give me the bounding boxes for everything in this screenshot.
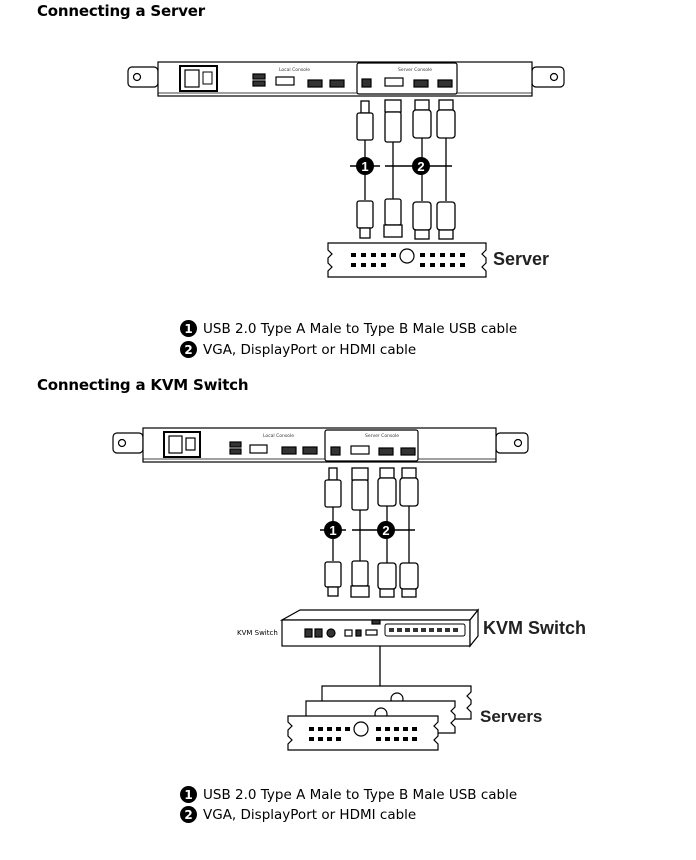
kvm-switch-label: KVM Switch [483, 618, 586, 638]
callout-2: 2 [412, 157, 430, 175]
server-unit [327, 242, 487, 278]
cables [350, 99, 456, 240]
server-label: Server [493, 249, 549, 269]
kvm-switch-small-label: KVM Switch [237, 629, 278, 637]
legend-number: 1 [180, 786, 197, 803]
cables [320, 467, 419, 598]
kvm-switch-unit [279, 608, 480, 648]
servers-vents [309, 727, 417, 741]
callout-2: 2 [377, 521, 395, 539]
svg-text:2: 2 [382, 523, 389, 538]
callout-1: 1 [324, 521, 342, 539]
legend-text: VGA, DisplayPort or HDMI cable [203, 806, 417, 823]
svg-text:1: 1 [329, 523, 336, 538]
legend-number: 1 [180, 320, 197, 337]
server-vents [351, 253, 465, 267]
kvm-switch-ports [384, 623, 466, 637]
servers-label: Servers [480, 707, 542, 726]
legend-text: USB 2.0 Type A Male to Type B Male USB c… [203, 320, 518, 337]
server-connection-diagram: Local Console Server Console 1 [127, 61, 565, 278]
legend-item-1: 1 USB 2.0 Type A Male to Type B Male USB… [180, 320, 517, 337]
server-console-label: Server Console [398, 67, 432, 73]
legend-item-1: 1 USB 2.0 Type A Male to Type B Male USB… [180, 786, 517, 803]
section1-title: Connecting a Server [37, 2, 205, 20]
svg-text:1: 1 [361, 159, 368, 174]
kvm-console-unit [127, 61, 565, 97]
legend-item-2: 2 VGA, DisplayPort or HDMI cable [180, 806, 416, 823]
legend-text: USB 2.0 Type A Male to Type B Male USB c… [203, 786, 518, 803]
kvm-switch-connection-diagram: Local Console Server Console 1 2 [112, 427, 586, 751]
legend-number: 2 [180, 341, 197, 358]
kvm-port-dots [389, 628, 458, 632]
legend-number: 2 [180, 806, 197, 823]
callout-1: 1 [356, 157, 374, 175]
local-console-label: Local Console [279, 67, 310, 73]
kvm-console-unit [112, 427, 529, 463]
servers-stack [287, 685, 472, 751]
section2-title: Connecting a KVM Switch [37, 376, 249, 394]
local-console-label: Local Console [263, 433, 294, 439]
svg-text:2: 2 [417, 159, 424, 174]
server-console-label: Server Console [365, 433, 399, 439]
legend-item-2: 2 VGA, DisplayPort or HDMI cable [180, 341, 416, 358]
legend-text: VGA, DisplayPort or HDMI cable [203, 341, 417, 358]
